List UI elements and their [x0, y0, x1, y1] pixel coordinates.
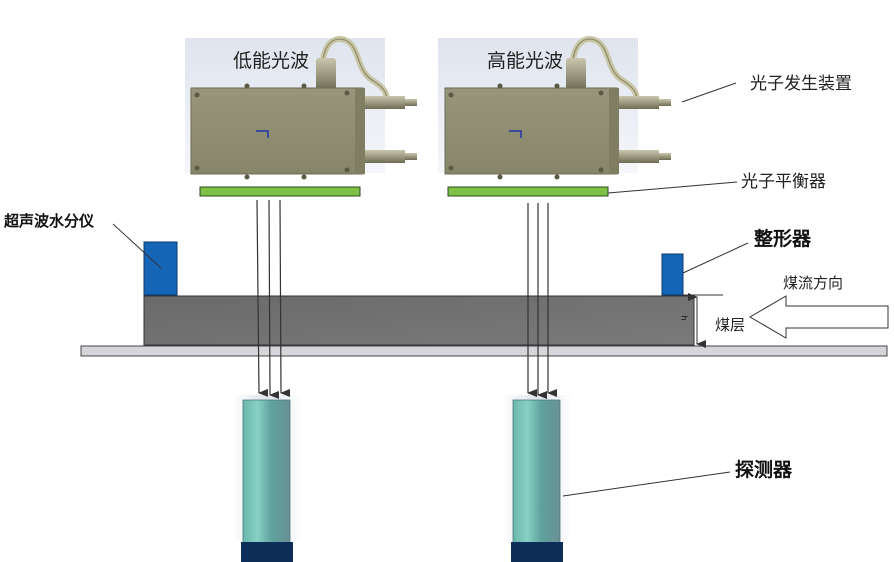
leader-detector [562, 471, 731, 497]
connector-upper [619, 96, 659, 109]
height-symbol: h [679, 315, 689, 321]
connector-upper [365, 96, 405, 109]
callout-detector: 探测器 [735, 459, 793, 481]
beam-arrow [268, 199, 280, 399]
screw-icon [598, 167, 604, 173]
photon-source-low [185, 36, 417, 180]
leader-ultrasonic [112, 223, 162, 269]
screw-icon [301, 174, 307, 180]
photon-balancer-low [199, 186, 361, 197]
source-label-high: 高能光波 [487, 50, 564, 72]
leader-shaper [682, 242, 749, 274]
callout-coal-flow-direction: 煤流方向 [783, 274, 844, 292]
detector-base [511, 542, 563, 562]
screw-icon [448, 92, 454, 98]
screw-icon [497, 174, 503, 180]
beam-arrow [256, 199, 269, 397]
device-body [190, 87, 364, 175]
callout-coal-layer: 煤层 [715, 316, 746, 334]
detector-base [241, 542, 293, 562]
axis-marker-icon [256, 130, 269, 138]
screw-icon [301, 83, 307, 89]
screw-icon [194, 92, 200, 98]
beam-group-low [256, 199, 291, 399]
axis-marker-icon [509, 130, 522, 138]
callout-photon-generator: 光子发生装置 [750, 74, 852, 94]
screw-icon [554, 174, 560, 180]
cable-connector [566, 58, 586, 90]
leader-photon-balancer [607, 181, 738, 194]
callout-ultrasonic-moisture: 超声波水分仪 [4, 212, 95, 230]
connector-lower [619, 150, 659, 163]
photon-source-high [438, 36, 671, 180]
screw-icon [598, 90, 604, 96]
screw-icon [344, 167, 350, 173]
screw-icon [344, 90, 350, 96]
cable-connector [316, 58, 336, 90]
leader-photon-generator [681, 82, 737, 103]
photon-balancer-high [447, 186, 609, 197]
screw-icon [497, 83, 503, 89]
screw-icon [194, 165, 200, 171]
shaper-block [661, 253, 684, 296]
ultrasonic-moisture-meter [143, 241, 178, 296]
screw-icon [244, 83, 250, 89]
callout-photon-balancer: 光子平衡器 [741, 172, 826, 192]
detector-body [512, 399, 561, 544]
beam-arrow [279, 199, 291, 397]
screw-icon [244, 174, 250, 180]
flow-direction-arrow-icon [749, 295, 889, 339]
source-label-low: 低能光波 [233, 50, 310, 72]
connector-lower [365, 150, 405, 163]
conveyor-belt [80, 345, 888, 357]
callout-shaper: 整形器 [754, 228, 812, 250]
coal-layer [143, 295, 695, 346]
screw-icon [448, 165, 454, 171]
device-body [444, 87, 618, 175]
detector-body [242, 399, 291, 544]
detector-left [232, 395, 302, 562]
screw-icon [554, 83, 560, 89]
detector-right [502, 395, 572, 562]
beam-group-high [527, 203, 557, 399]
